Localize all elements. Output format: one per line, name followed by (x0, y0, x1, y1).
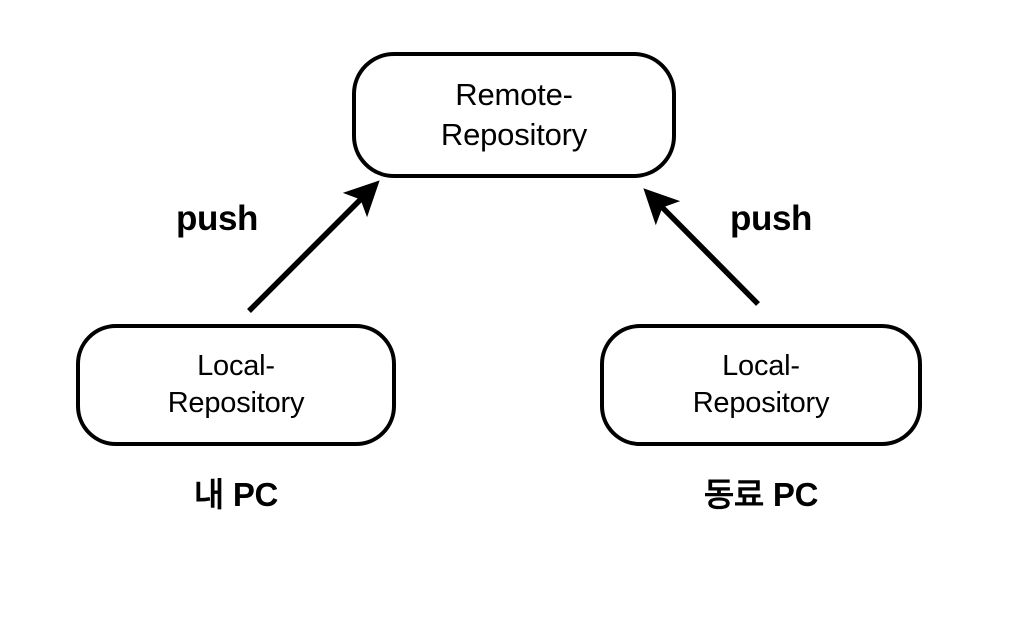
push-arrow-left (247, 180, 380, 313)
node-local-repository-peer-label-line2: Repository (692, 387, 830, 419)
node-remote-repository-label-line2: Repository (440, 117, 588, 152)
node-local-repository-peer-label: Local- Repository (693, 348, 830, 422)
node-local-repository-mine: Local- Repository (76, 324, 396, 446)
push-arrow-right (643, 188, 760, 306)
node-local-repository-mine-label-line1: Local- (197, 349, 275, 382)
caption-my-pc: 내 PC (193, 476, 279, 513)
node-local-repository-peer: Local- Repository (600, 324, 922, 446)
node-local-repository-mine-label-line2: Repository (167, 387, 305, 419)
caption-peer-pc: 동료 PC (703, 476, 819, 513)
node-local-repository-mine-label: Local- Repository (168, 348, 305, 422)
node-remote-repository: Remote- Repository (352, 52, 676, 178)
edge-label-push-left: push (176, 199, 259, 238)
node-remote-repository-label-line1: Remote- (455, 77, 573, 113)
edge-label-push-right: push (730, 199, 813, 238)
node-remote-repository-label: Remote- Repository (441, 75, 587, 154)
node-local-repository-peer-label-line1: Local- (722, 349, 800, 382)
